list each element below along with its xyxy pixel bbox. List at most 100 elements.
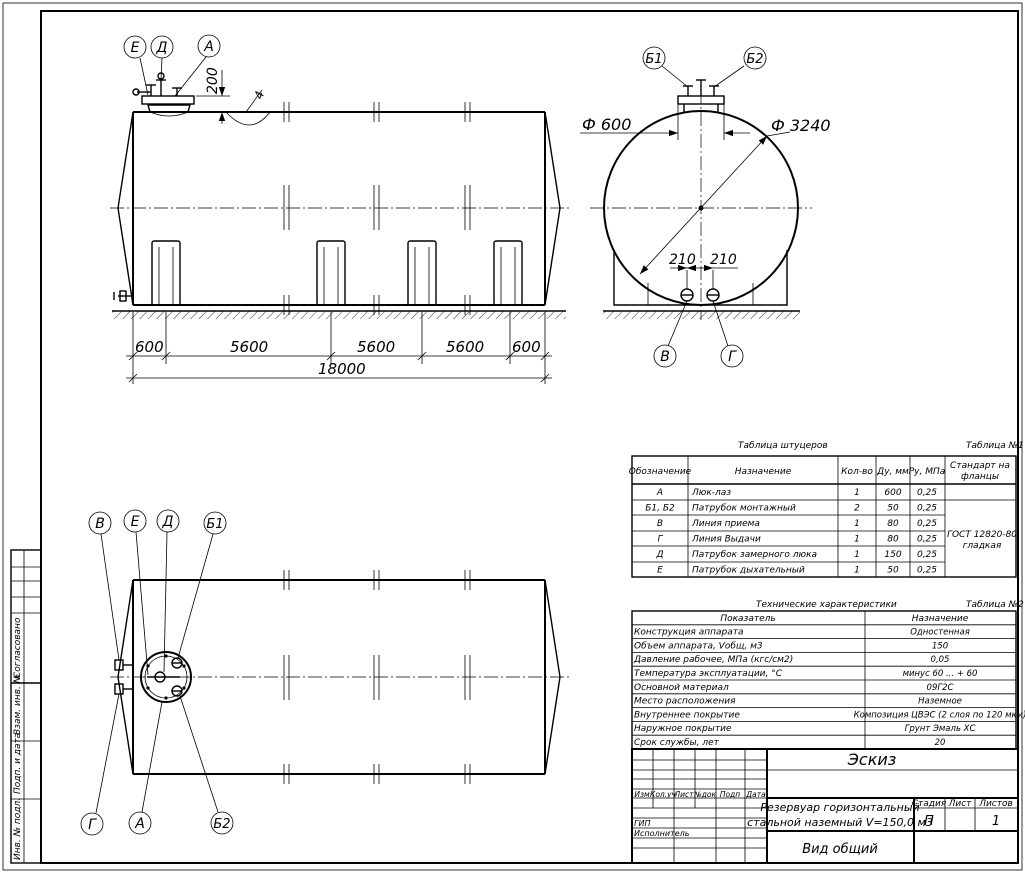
table2-number: Таблица №2 <box>966 600 1024 610</box>
table2-param-3: Температура эксплуатации, °С <box>634 669 783 679</box>
side-stamp-sign-date: Подп. и дата <box>13 733 23 794</box>
dim-5600-b: 5600 <box>357 338 395 356</box>
table2-param-0: Конструкция аппарата <box>634 628 743 638</box>
table1-cell-r1-c4: 0,25 <box>917 504 937 514</box>
callout-plan-A: А <box>134 816 145 832</box>
front-callouts: Е Д А <box>123 34 221 59</box>
table1-cell-r1-c2: 2 <box>854 504 860 514</box>
table1-cell-r1-c0: Б1, Б2 <box>645 504 675 514</box>
stamp-title-line2: стальной наземный V=150,0 м3 <box>747 816 933 829</box>
stamp-role-gip: ГИП <box>634 819 650 828</box>
dim-angle: 4 <box>252 89 268 101</box>
table2-param-1: Объем аппарата, Vобщ, м3 <box>634 641 763 651</box>
table2-value-2: 0,05 <box>931 655 950 665</box>
table1-cell-r0-c2: 1 <box>854 488 860 498</box>
table2-param-2: Давление рабочее, МПа (кгс/см2) <box>633 655 793 665</box>
table1-cell-r1-c1: Патрубок монтажный <box>692 504 796 514</box>
table1-header-pn: Ру, МПа <box>909 467 946 477</box>
table1-standard-line1: ГОСТ 12820-80 <box>947 530 1017 540</box>
callout-side-B1: Б1 <box>645 52 662 67</box>
table2-param-5: Место расположения <box>634 697 736 707</box>
table2-value-6: Композиция ЦВЭС (2 слоя по 120 мкм) <box>854 710 1025 720</box>
stamp-col-4: Подп <box>720 790 740 799</box>
table1-title: Таблица штуцеров <box>738 441 828 451</box>
table2-value-1: 150 <box>932 641 948 651</box>
side-view-labels: Ф 600 Ф 3240 210 210 Б1 Б2 В Г <box>582 46 831 368</box>
table2-value-0: Одностенная <box>910 628 970 638</box>
table1-cell-r3-c0: Г <box>657 535 663 545</box>
table1-cell-r5-c0: Е <box>657 566 663 576</box>
stamp-stage-value: П <box>924 814 934 829</box>
table1-cell-r2-c4: 0,25 <box>917 519 937 529</box>
table1-cell-r4-c4: 0,25 <box>917 550 937 560</box>
stamp-col-5: Дата <box>745 790 766 799</box>
table1-cell-r4-c3: 150 <box>884 550 901 560</box>
table1-cell-r2-c3: 80 <box>887 519 899 529</box>
table1-cell-r3-c3: 80 <box>887 535 899 545</box>
side-stamp: Согласовано Взам. инв. № Подп. и дата Ин… <box>10 549 42 864</box>
stamp-col-1: Кол.уч <box>650 790 677 799</box>
table2-value-3: минус 60 ... + 60 <box>903 669 978 679</box>
table2-value-7: Грунт Эмаль ХС <box>905 724 976 734</box>
table1-cell-r2-c2: 1 <box>854 519 860 529</box>
callout-plan-G: Г <box>88 817 97 833</box>
table1-cell-r3-c2: 1 <box>854 535 860 545</box>
table1-cell-r3-c1: Линия Выдачи <box>691 535 761 545</box>
table1-standard-line2: гладкая <box>963 541 1002 551</box>
table2-header-param: Показатель <box>720 614 775 624</box>
dim-5600-a: 5600 <box>230 338 268 356</box>
stamp-sheet-label: Лист <box>948 799 973 809</box>
plan-view <box>95 531 572 814</box>
front-view <box>110 56 572 384</box>
table1-header-dn: Ду, мм <box>876 467 909 477</box>
nozzle-table: Таблица штуцеров Таблица №1 Обозначение … <box>629 441 1024 578</box>
stamp-sheets-value: 1 <box>992 814 1000 829</box>
callout-front-A: А <box>203 39 214 55</box>
table2-value-8: 20 <box>935 738 946 748</box>
dim-200: 200 <box>205 67 221 94</box>
table1-cell-r0-c3: 600 <box>884 488 901 498</box>
table1-cell-r1-c3: 50 <box>887 504 899 514</box>
front-view-dimensions: 600 5600 5600 5600 600 18000 200 4 <box>135 67 541 378</box>
table2-param-7: Наружное покрытие <box>634 724 732 734</box>
table1-cell-r5-c1: Патрубок дыхательный <box>692 566 805 576</box>
table2-value-4: 09Г2С <box>927 683 954 693</box>
stamp-sheet-name: Вид общий <box>802 842 878 857</box>
stamp-stage-label: Стадия <box>912 799 947 809</box>
table1-cell-r4-c1: Патрубок замерного люка <box>692 550 817 560</box>
stamp-title-line1: Резервуар горизонтальный <box>760 801 919 814</box>
side-stamp-replace: Взам. инв. № <box>13 674 23 735</box>
callout-front-E: Е <box>131 40 140 56</box>
callout-plan-E: Е <box>131 514 140 530</box>
table1-cell-r0-c0: А <box>656 488 663 498</box>
stamp-sheets-label: Листов <box>978 799 1013 809</box>
dim-dia-3240: Ф 3240 <box>771 116 831 135</box>
stamp-code: Эскиз <box>847 750 897 769</box>
stamp-role-executor: Исполнитель <box>634 829 690 838</box>
dim-600-left: 600 <box>135 338 164 356</box>
table1-cell-r4-c2: 1 <box>854 550 860 560</box>
table2-value-5: Наземное <box>918 697 962 707</box>
callout-plan-D: Д <box>162 514 174 530</box>
table1-cell-r0-c4: 0,25 <box>917 488 937 498</box>
callout-side-V: В <box>660 349 670 365</box>
dim-dia-600: Ф 600 <box>582 115 631 134</box>
side-view <box>580 65 812 347</box>
table2-header-value: Назначение <box>912 614 969 624</box>
dim-18000: 18000 <box>318 360 366 378</box>
table1-cell-r2-c1: Линия приема <box>691 519 760 529</box>
table1-cell-r4-c0: Д <box>655 550 663 560</box>
table1-cell-r5-c2: 1 <box>854 566 860 576</box>
callout-side-B2: Б2 <box>746 52 763 67</box>
table2-param-6: Внутреннее покрытие <box>634 710 740 720</box>
table1-cell-r3-c4: 0,25 <box>917 535 937 545</box>
table2-title: Технические характеристики <box>756 600 897 610</box>
dim-600-right: 600 <box>512 338 541 356</box>
callout-front-D: Д <box>156 40 168 56</box>
stamp-col-2: Лист <box>673 790 694 799</box>
